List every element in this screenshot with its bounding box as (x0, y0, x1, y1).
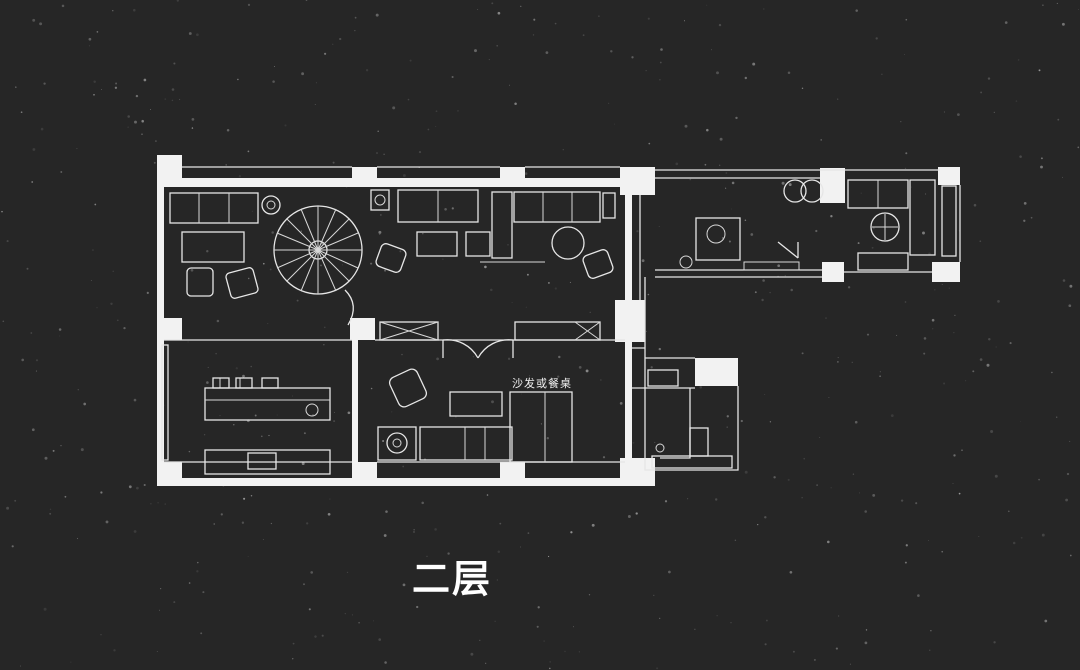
dining-room-furniture (377, 368, 573, 463)
kitchen-counters (161, 344, 331, 475)
spiral-staircase (273, 205, 363, 326)
room-label-sofa-or-dining: 沙发或餐桌 (512, 377, 572, 390)
walls (157, 155, 960, 486)
floor-title: 二层 (412, 557, 493, 601)
right-wing-furniture (679, 179, 957, 271)
doors-and-cabinets (379, 321, 601, 359)
lounge-furniture (169, 192, 281, 299)
living-furniture (370, 189, 616, 279)
bathroom-fixtures (647, 369, 733, 469)
outline-lines (164, 166, 961, 471)
